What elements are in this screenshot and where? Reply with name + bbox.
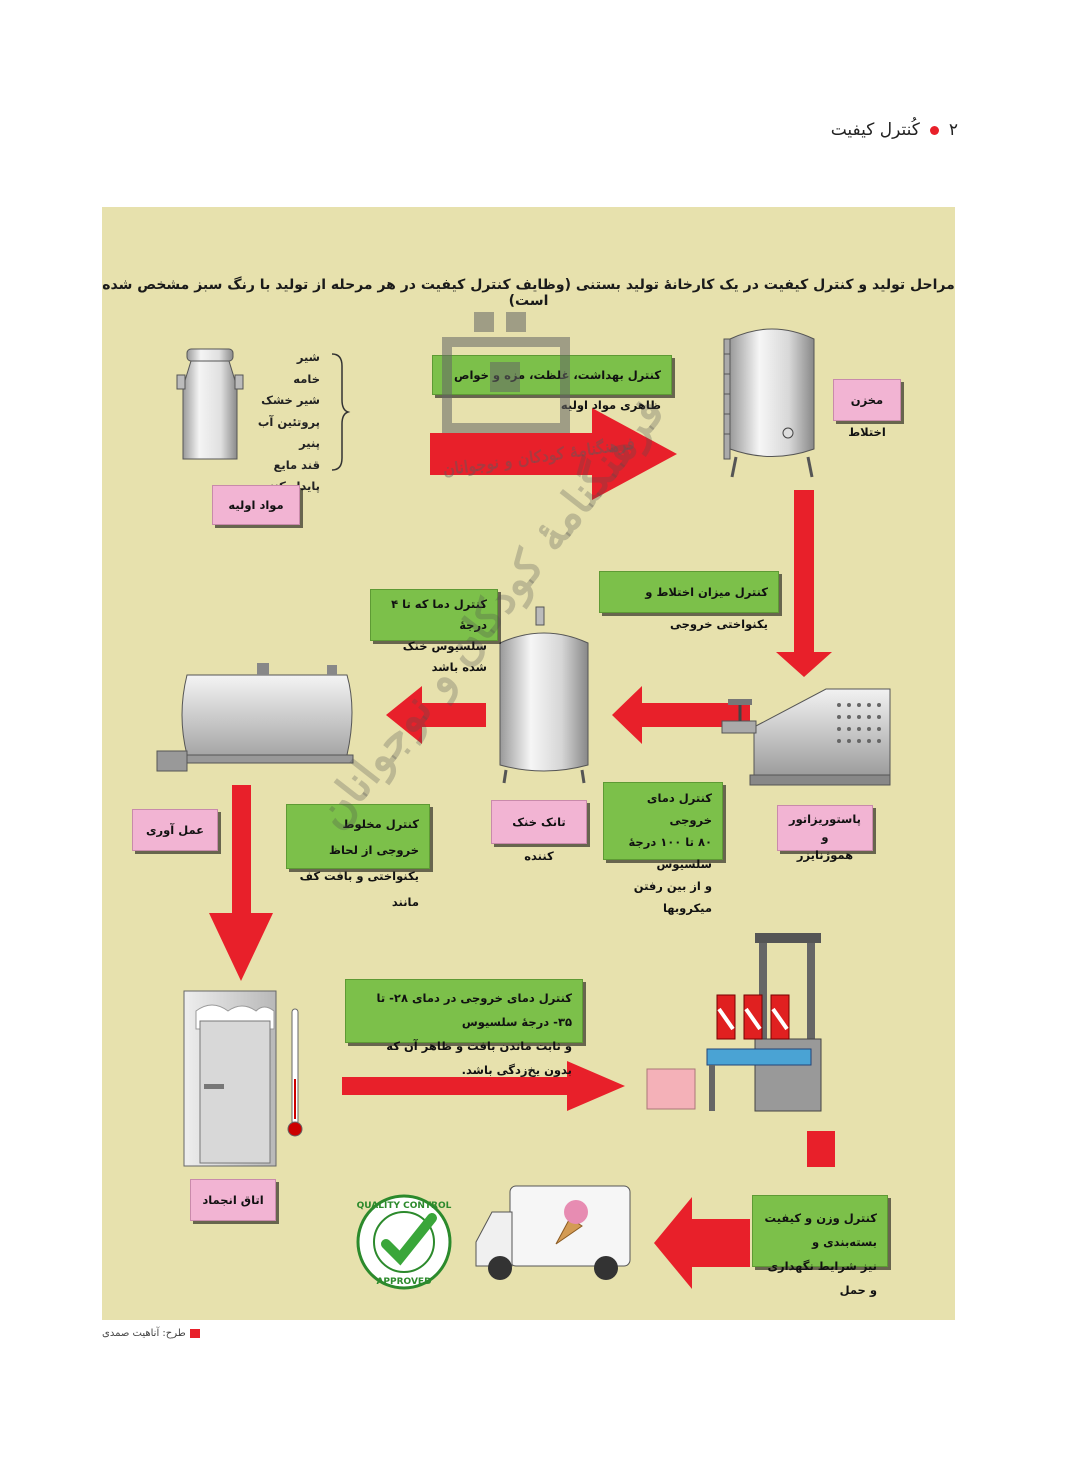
control-cooling-text-2: سلسیوس خنک شده باشد <box>402 639 487 674</box>
arrow-right-1 <box>430 408 677 500</box>
aging-vat-icon <box>156 663 354 772</box>
arrow-left-1 <box>612 686 750 744</box>
milk-can-icon <box>176 348 244 460</box>
cooling-tank-icon <box>499 606 589 784</box>
ingredients-list: شیر خامه شیر خشک پروتئین آب پنیر قند مای… <box>252 347 320 498</box>
stage-pasteurizer: پاستوریزاتور و هموژنایزر <box>777 805 873 862</box>
stage-mixing-label: مخزن اختلاط <box>848 393 886 439</box>
design-credit: طرح: آناهیت صمدی <box>102 1328 200 1339</box>
arrow-left-2 <box>386 686 486 744</box>
ingredient-item: قند مایع <box>273 457 320 472</box>
diagram-panel: مراحل تولید و کنترل کیفیت در یک کارخانهٔ… <box>102 207 955 1320</box>
mixing-tank-icon <box>723 328 815 478</box>
control-aging-text-1: کنترل مخلوط خروجی از لحاظ <box>329 817 419 857</box>
page-header: ۲ کُنترل کیفیت <box>831 120 958 140</box>
brace-icon <box>331 353 351 471</box>
control-pasteurizer-text-2: ۸۰ تا ۱۰۰ درجهٔ سلسیوس <box>628 835 712 871</box>
delivery-truck-icon <box>475 1185 631 1280</box>
arrow-left-3 <box>654 1197 750 1289</box>
stage-aging: عمل آوری <box>132 809 218 851</box>
control-cooling-text-1: کنترل دما که تا ۴ درجهٔ <box>391 597 487 632</box>
arrow-down-2 <box>209 785 273 981</box>
stage-freezing-label: اتاق انجماد <box>202 1193 264 1207</box>
stage-freezing-room: اتاق انجماد <box>190 1179 276 1221</box>
stage-cooling-label: تانک خنک کننده <box>512 815 566 863</box>
ingredient-item: پروتئین آب پنیر <box>257 414 320 451</box>
control-mixing-text: کنترل میزان اختلاط و یکنواختی خروجی <box>645 585 768 631</box>
stage-raw-label: مواد اولیه <box>228 498 284 512</box>
stage-mixing-tank: مخزن اختلاط <box>833 379 901 439</box>
seal-bottom-text: APPROVED <box>376 1277 431 1287</box>
freezer-room-icon <box>183 990 303 1167</box>
stage-pasteurizer-label-2: هموژنایزر <box>796 848 854 862</box>
arrow-down-1 <box>776 490 832 677</box>
control-aging-text-2: یکنواختی و بافت کف مانند <box>299 869 419 909</box>
stage-raw-materials: مواد اولیه <box>212 485 300 525</box>
arrows-layer <box>209 408 835 1289</box>
stage-aging-label: عمل آوری <box>145 823 205 837</box>
credit-text: طرح: آناهیت صمدی <box>102 1328 186 1339</box>
diagram-title: مراحل تولید و کنترل کیفیت در یک کارخانهٔ… <box>102 277 955 309</box>
control-cooling: کنترل دما که تا ۴ درجهٔ سلسیوس خنک شده ب… <box>370 589 498 674</box>
control-freezing-text-2: و ثابت ماندن بافت و ظاهر آن که بدون یخ‌ز… <box>386 1039 572 1077</box>
packing-machine-icon <box>646 933 822 1112</box>
control-pasteurizer: کنترل دمای خروجی ۸۰ تا ۱۰۰ درجهٔ سلسیوس … <box>603 782 723 915</box>
quality-control-seal-icon: QUALITY CONTROL APPROVED <box>356 1194 452 1290</box>
stage-cooling-tank: تانک خنک کننده <box>491 800 587 863</box>
page-title: کُنترل کیفیت <box>830 120 920 140</box>
arrow-right-2 <box>342 1061 625 1111</box>
page-number: ۲ <box>948 120 958 140</box>
seal-top-text: QUALITY CONTROL <box>357 1201 452 1211</box>
bullet-dot-icon <box>929 125 939 135</box>
stage-pasteurizer-label-1: پاستوریزاتور و <box>788 812 862 844</box>
arrow-down-3 <box>807 1131 835 1167</box>
credit-icon <box>189 1329 200 1338</box>
control-packing-text-1: کنترل وزن و کیفیت بسته‌بندی و <box>764 1211 877 1249</box>
ingredient-item: شیر <box>296 350 320 364</box>
control-mixing: کنترل میزان اختلاط و یکنواختی خروجی <box>599 571 779 631</box>
control-pasteurizer-text-1: کنترل دمای خروجی <box>646 791 712 827</box>
control-freezing-text-1: کنترل دمای خروجی در دمای ۲۸- تا ۳۵- درجه… <box>376 991 573 1029</box>
ingredient-item: شیر خشک <box>261 393 320 407</box>
watermark-logo-icon <box>442 312 570 433</box>
control-pasteurizer-text-3: و از بین رفتن میکروبها <box>633 879 712 915</box>
control-packing: کنترل وزن و کیفیت بسته‌بندی و نیز شرایط … <box>752 1195 888 1297</box>
control-packing-text-2: نیز شرایط نگهداری و حمل <box>767 1259 877 1297</box>
pasteurizer-icon <box>721 688 891 786</box>
control-freezing: کنترل دمای خروجی در دمای ۲۸- تا ۳۵- درجه… <box>345 979 583 1077</box>
control-aging: کنترل مخلوط خروجی از لحاظ یکنواختی و باف… <box>286 804 430 909</box>
ingredient-item: خامه <box>293 371 320 386</box>
